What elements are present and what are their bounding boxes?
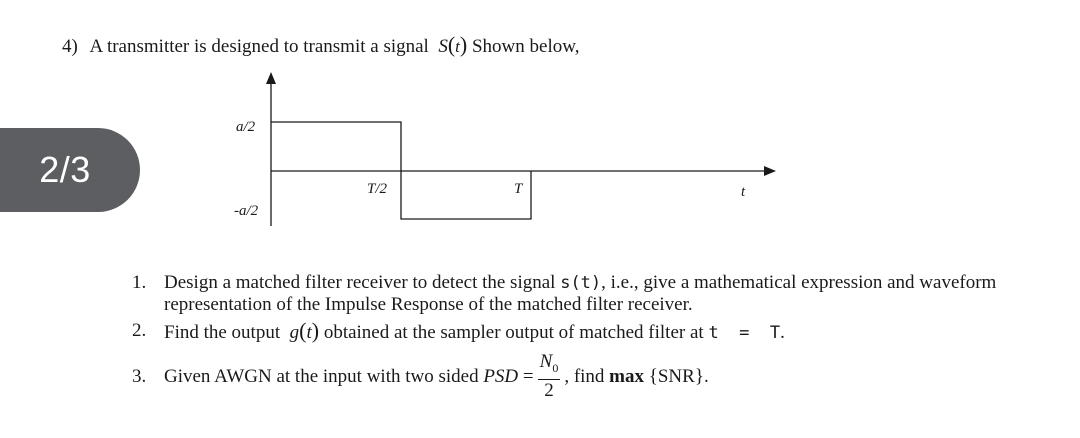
part-2-text-after: .	[780, 322, 785, 343]
x-axis-arrow	[764, 166, 776, 176]
part-2-fn-arg: t	[306, 322, 312, 343]
signal-symbol: S(t)	[434, 32, 467, 57]
part-1-number: 1.	[132, 272, 147, 293]
y-high-label: a/2	[236, 119, 256, 135]
negative-pulse	[400, 171, 532, 220]
part-2-fn-name: g	[289, 322, 300, 343]
x-end-label: T	[514, 181, 524, 197]
part-3-text-mid: , find	[564, 365, 605, 387]
signal-arg: t	[455, 37, 460, 56]
paren-open: (	[447, 32, 456, 57]
positive-pulse	[271, 121, 402, 171]
page-indicator: 2/3	[39, 149, 91, 190]
part-2: 2. Find the output g(t) obtained at the …	[132, 320, 1052, 344]
part-3-number: 3.	[132, 365, 147, 387]
part-3-psd-label: PSD	[483, 365, 519, 387]
part-3-text-before: Given AWGN at the input with two sided	[164, 365, 479, 387]
question-header: 4) A transmitter is designed to transmit…	[62, 32, 579, 58]
x-axis-label: t	[741, 184, 746, 200]
psd-fraction: N0 2	[537, 351, 561, 402]
paren-close: )	[459, 32, 468, 57]
fraction-num-subscript: 0	[552, 360, 559, 375]
fraction-numerator: N0	[537, 351, 561, 380]
part-2-paren-open: (	[299, 318, 307, 343]
question-text: A transmitter is designed to transmit a …	[89, 36, 429, 57]
signal-fn: S	[438, 36, 448, 57]
part-2-fn: g(t)	[285, 320, 319, 344]
part-1: 1. Design a matched filter receiver to d…	[132, 272, 1052, 316]
question-parts: 1. Design a matched filter receiver to d…	[132, 272, 1052, 402]
part-3-bold-word: max	[609, 365, 644, 387]
y-low-label: -a/2	[234, 203, 259, 219]
part-1-text-before: Design a matched filter receiver to dete…	[164, 272, 556, 293]
question-number: 4)	[62, 36, 78, 57]
part-2-text-mid: obtained at the sampler output of matche…	[323, 322, 704, 343]
page-indicator-badge: 2/3	[0, 128, 140, 212]
part-2-expr: t = T	[708, 323, 781, 343]
part-1-expr: s(t)	[560, 273, 602, 293]
question-text-after: Shown below,	[471, 36, 580, 57]
part-1-text-after: , i.e., give a mathematical expression a…	[164, 272, 997, 315]
part-3-text-after: {SNR}.	[648, 365, 709, 387]
x-mid-label: T/2	[367, 181, 388, 197]
part-3: 3. Given AWGN at the input with two side…	[132, 352, 1052, 402]
part-2-text-before: Find the output	[164, 322, 281, 343]
fraction-num-symbol: N	[539, 351, 553, 372]
y-axis-arrow	[266, 72, 276, 84]
part-2-paren-close: )	[311, 318, 320, 343]
part-3-equals: =	[522, 365, 534, 387]
part-2-number: 2.	[132, 320, 147, 341]
fraction-denominator: 2	[544, 379, 554, 401]
